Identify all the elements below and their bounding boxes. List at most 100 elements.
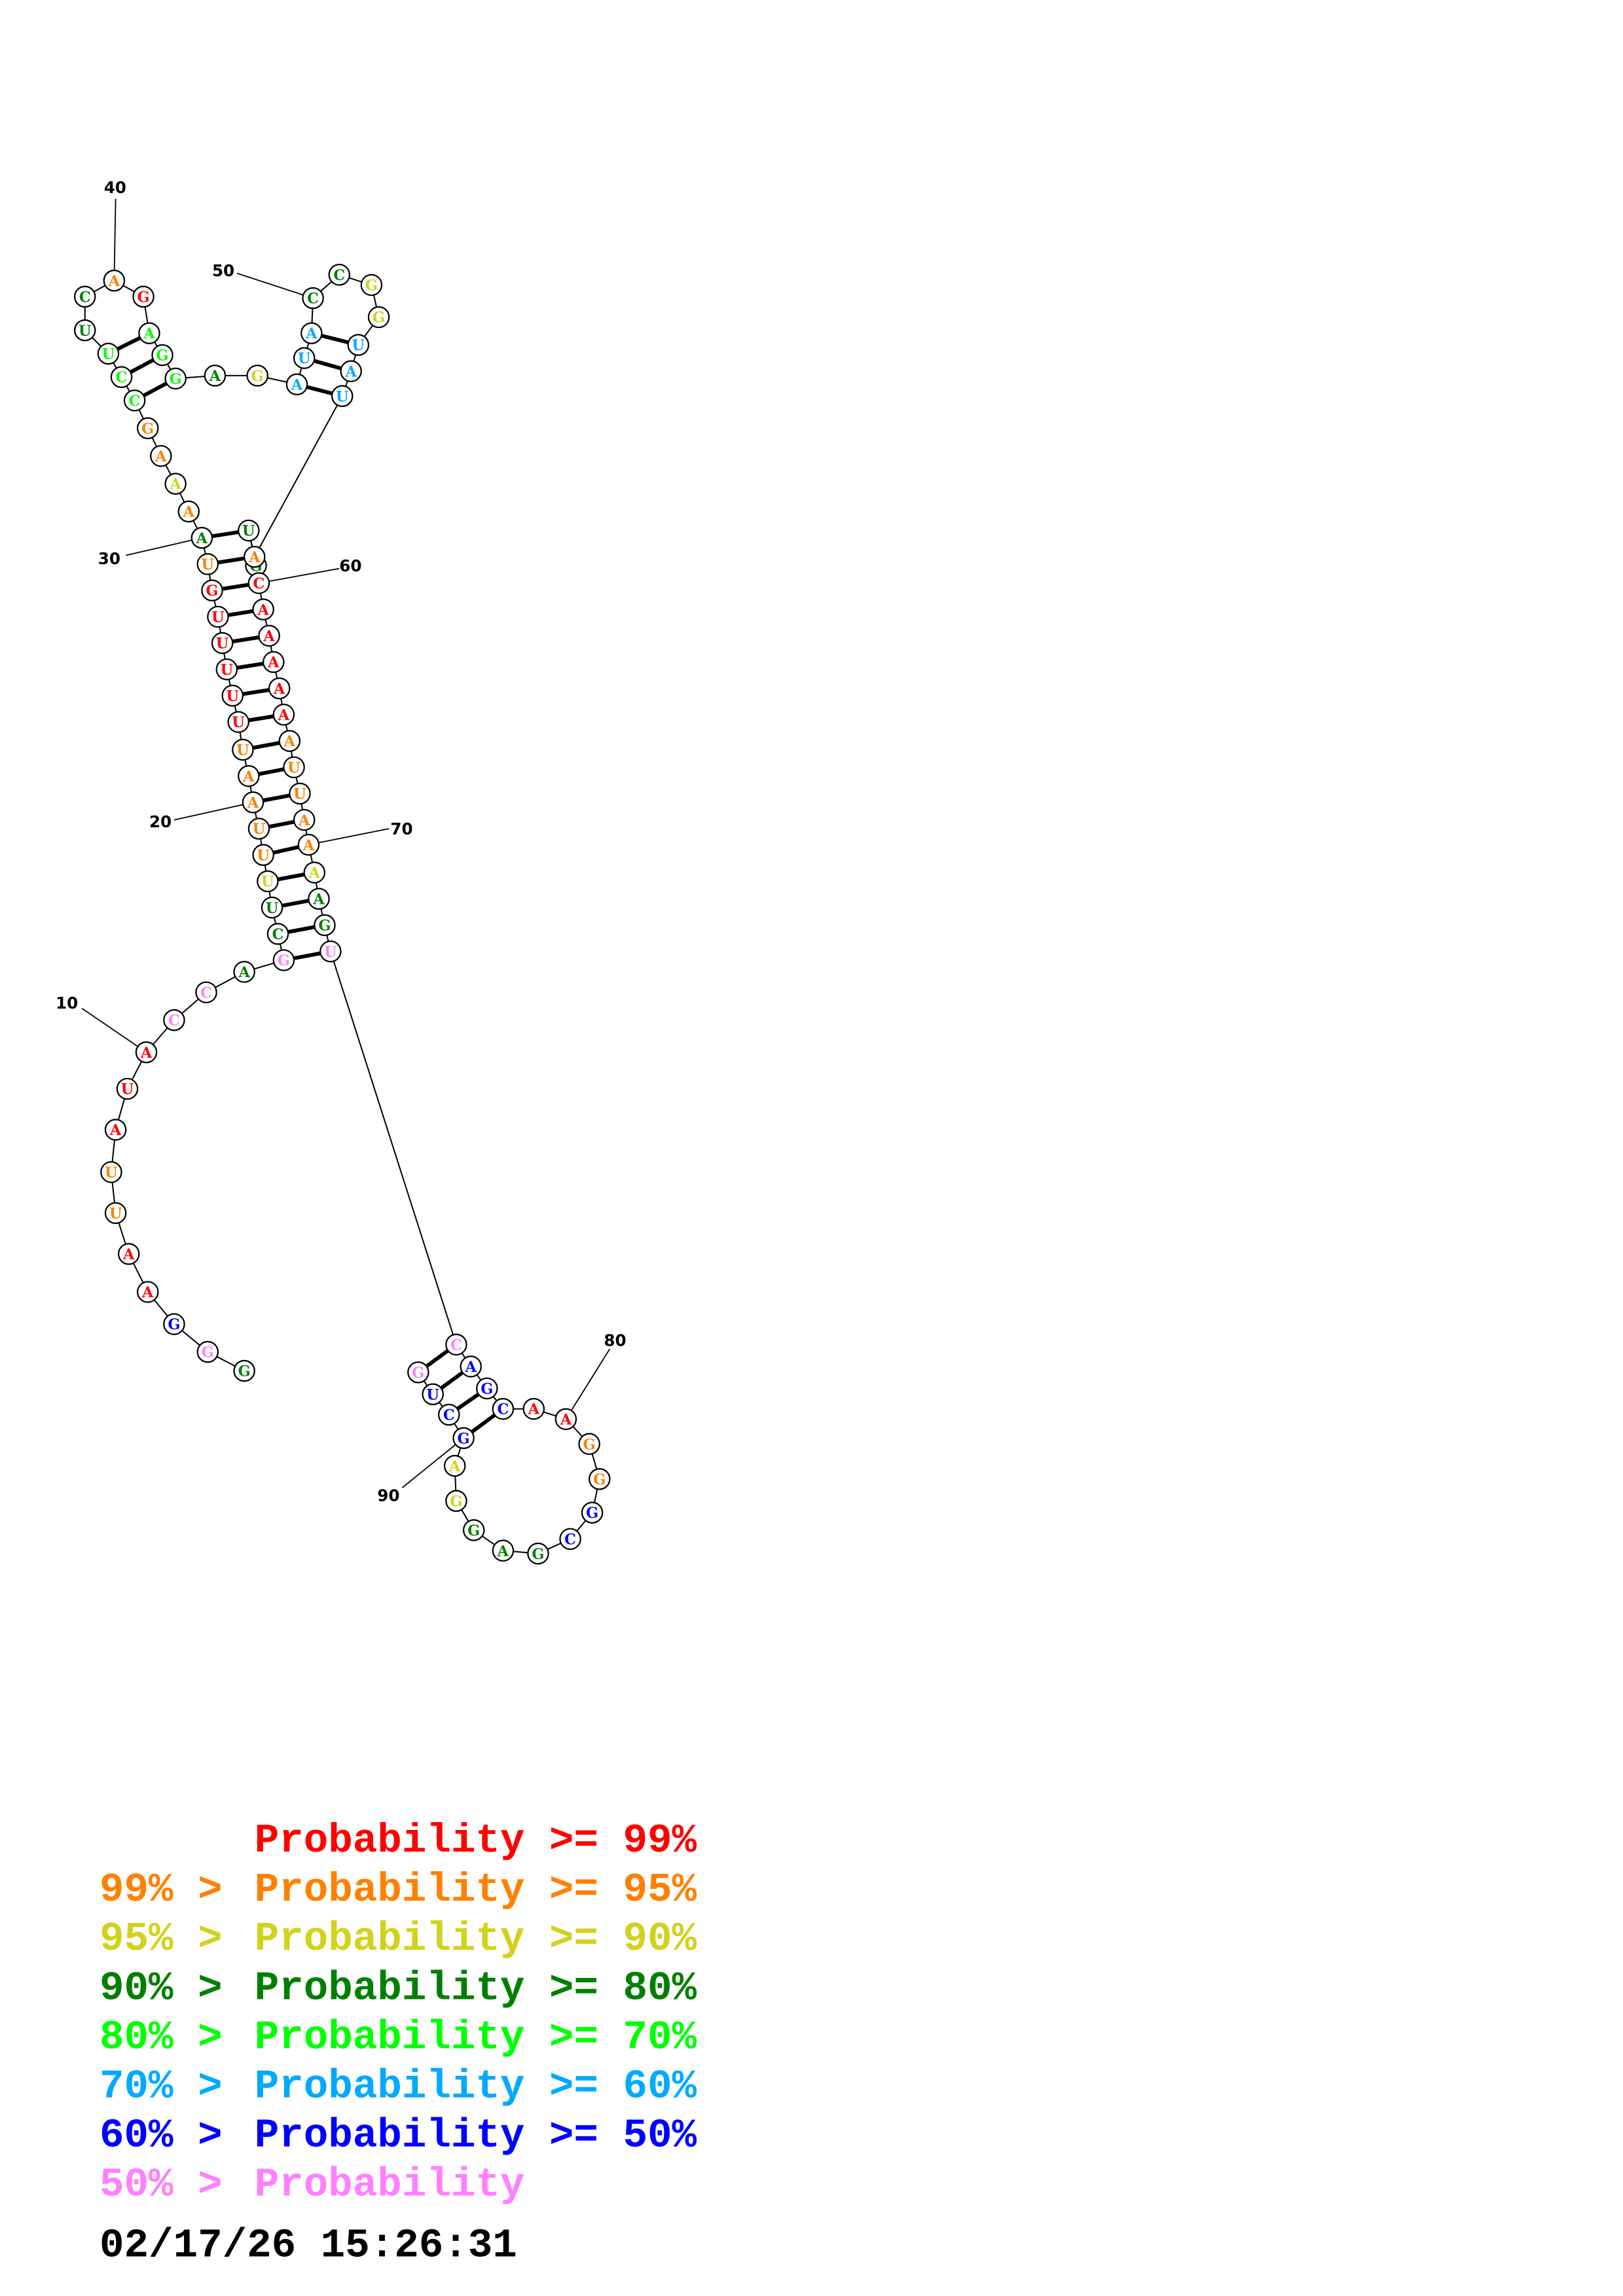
nucleotide-base: C: [116, 369, 128, 386]
nucleotide-base: A: [248, 549, 261, 566]
nucleotide-base: G: [202, 1344, 214, 1361]
nucleotide-circle: [136, 417, 159, 440]
nucleotide-base: G: [450, 1493, 462, 1510]
label-leader-line: [236, 272, 314, 299]
nucleotide-circle: [331, 385, 354, 407]
position-label: 60: [339, 556, 361, 575]
nucleotide-circle: [221, 685, 244, 707]
nucleotide-circle: [233, 961, 255, 983]
legend-prefix: 60% >: [100, 2112, 223, 2159]
nucleotide-66: A: [278, 730, 301, 752]
nucleotide-65: A: [272, 704, 295, 726]
nucleotide-base: U: [242, 523, 255, 540]
nucleotide-base: A: [312, 891, 325, 908]
nucleotide-91: C: [437, 1403, 460, 1426]
nucleotide-base: G: [137, 289, 150, 306]
position-label: 40: [104, 178, 126, 197]
nucleotide-32: A: [164, 473, 187, 495]
nucleotide-base: G: [206, 583, 218, 600]
nucleotide-circle: [314, 914, 336, 937]
nucleotide-circle: [191, 526, 213, 549]
nucleotide-base: C: [564, 1531, 576, 1548]
nucleotide-6: U: [104, 1202, 127, 1225]
nucleotide-56: U: [331, 385, 354, 407]
nucleotide-30: A: [191, 526, 213, 549]
nucleotide-39: C: [73, 285, 96, 308]
nucleotide-22: U: [232, 738, 254, 761]
nucleotide-circle: [581, 1501, 604, 1524]
nucleotide-base: U: [257, 847, 269, 864]
nucleotide-57: A: [243, 546, 266, 568]
nucleotide-base: C: [333, 267, 345, 284]
nucleotide-78: C: [492, 1397, 515, 1420]
nucleotide-circle: [123, 389, 146, 412]
nucleotide-68: U: [289, 782, 311, 805]
nucleotide-2: G: [196, 1340, 219, 1363]
nucleotide-54: U: [347, 334, 370, 356]
nucleotide-base: A: [302, 837, 315, 854]
nucleotide-base: U: [105, 1164, 117, 1181]
nucleotide-circle: [272, 704, 295, 726]
legend-prefix: 99% >: [100, 1867, 223, 1913]
nucleotide-1: G: [233, 1359, 255, 1382]
nucleotide-circle: [278, 730, 301, 752]
nucleotide-base: A: [528, 1401, 540, 1418]
nucleotide-38: U: [73, 319, 96, 342]
nucleotide-base: U: [324, 944, 337, 961]
nucleotide-85: G: [527, 1542, 549, 1565]
nucleotide-circle: [247, 572, 270, 594]
nucleotide-base: U: [298, 350, 310, 367]
nucleotide-base: A: [278, 707, 290, 724]
nucleotide-base: A: [267, 655, 280, 672]
nucleotide-circle: [247, 817, 270, 840]
nucleotide-base: G: [412, 1365, 424, 1382]
nucleotide-circle: [104, 1119, 127, 1141]
nucleotide-77: G: [476, 1377, 498, 1400]
nucleotide-base: U: [287, 759, 300, 776]
nucleotide-base: A: [298, 812, 310, 829]
position-label: 20: [149, 812, 172, 831]
nucleotide-circle: [116, 1077, 139, 1100]
nucleotide-base: A: [247, 795, 259, 812]
nucleotide-circle: [360, 274, 383, 296]
nucleotide-circle: [151, 344, 173, 367]
nucleotide-base: U: [202, 556, 214, 573]
nucleotide-base: G: [168, 1316, 180, 1333]
nucleotide-circle: [227, 711, 249, 733]
nucleotide-81: G: [578, 1433, 600, 1455]
nucleotide-base: A: [155, 448, 167, 465]
label-leader-line: [259, 567, 340, 584]
nucleotide-circle: [588, 1468, 611, 1490]
nucleotide-circle: [110, 366, 133, 388]
nucleotide-base: A: [238, 964, 250, 981]
label-leader-line: [81, 1008, 147, 1053]
nucleotide-circle: [215, 658, 238, 681]
nucleotide-circle: [232, 738, 254, 761]
nucleotide-circle: [196, 553, 219, 575]
position-label: 50: [212, 261, 234, 280]
timestamp: 02/17/26 15:26:31: [100, 2223, 517, 2269]
nucleotide-circle: [347, 334, 370, 356]
nucleotide-23: U: [227, 711, 249, 733]
nucleotide-circle: [207, 605, 229, 628]
nucleotide-8: A: [104, 1119, 127, 1141]
nucleotide-base: C: [307, 291, 319, 308]
nucleotide-circle: [211, 632, 234, 655]
nucleotide-base: G: [170, 370, 182, 387]
nucleotide-circle: [578, 1433, 600, 1455]
nucleotide-base: U: [236, 742, 249, 759]
nucleotide-circle: [301, 322, 323, 344]
nucleotide-base: U: [227, 688, 239, 705]
nucleotide-60: C: [247, 572, 270, 594]
legend-label: Probability >= 60%: [255, 2063, 697, 2109]
legend-label: Probability >= 70%: [255, 2014, 697, 2060]
nucleotide-base: U: [221, 662, 233, 679]
nucleotide-base: A: [170, 476, 182, 493]
nucleotide-base: U: [216, 636, 228, 653]
nucleotide-circle: [308, 888, 330, 910]
nucleotide-base: U: [109, 1205, 122, 1222]
nucleotide-29: U: [196, 553, 219, 575]
nucleotide-5: A: [117, 1243, 140, 1265]
nucleotide-base: U: [232, 714, 244, 731]
